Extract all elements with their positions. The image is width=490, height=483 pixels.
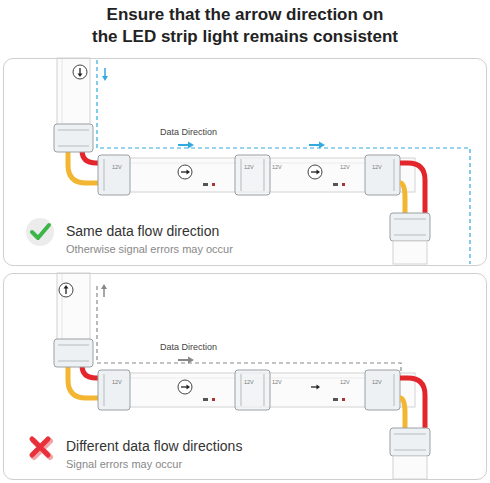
top-panel-marks-part xyxy=(311,171,317,172)
top-panel-marks-part xyxy=(178,144,189,146)
pad-label: 12V xyxy=(244,380,254,386)
bottom-panel-marks-part xyxy=(317,385,321,390)
panel-heading: Different data flow directions xyxy=(66,438,242,455)
top-panel-marks-part xyxy=(102,76,108,81)
pad-label: 12V xyxy=(244,165,254,171)
top-panel-marks-part xyxy=(73,65,87,79)
top-panel-marks xyxy=(26,60,470,264)
pad-label: 12V xyxy=(272,380,282,386)
top-panel-marks-part xyxy=(178,165,192,179)
top-strip-assembly xyxy=(54,58,430,264)
bottom-panel-marks-part xyxy=(178,380,192,394)
bottom-panel-marks-part xyxy=(101,284,107,289)
bottom-panel-marks-part xyxy=(188,357,194,364)
pad-label: 12V xyxy=(112,380,122,386)
top-panel-marks-part xyxy=(317,170,321,175)
bottom-panel-marks-part xyxy=(187,385,191,390)
top-panel-marks-part xyxy=(32,225,49,238)
top-panel-marks-part xyxy=(309,144,320,146)
panel-box: Same data flow directionOtherwise signal… xyxy=(3,58,487,266)
direction-label: Data Direction xyxy=(160,128,217,137)
pad-label: 12V xyxy=(340,380,350,386)
bottom-strip-assembly xyxy=(54,273,430,479)
bottom-panel-marks-part xyxy=(32,439,48,455)
bottom-panel-marks xyxy=(32,283,401,457)
top-panel-marks-part xyxy=(308,165,322,179)
top-panel-marks-part xyxy=(188,142,194,149)
top-panel-marks-part xyxy=(181,171,187,172)
top-panel-marks-part xyxy=(319,142,325,149)
bottom-panel-marks-part xyxy=(181,386,187,387)
pad-label: 12V xyxy=(340,165,350,171)
bottom-panel-marks-part xyxy=(311,386,317,387)
bottom-panel-marks-part xyxy=(65,288,66,294)
panel-heading: Same data flow direction xyxy=(66,223,219,240)
top-panel-marks-part xyxy=(26,218,54,246)
pad-label: 12V xyxy=(112,165,122,171)
bottom-panel-marks-part xyxy=(178,359,189,361)
top-panel-marks-part xyxy=(78,74,83,78)
bottom-panel-marks-part xyxy=(64,285,69,289)
panel-note: Otherwise signal errors may occur xyxy=(66,242,233,256)
pad-label: 12V xyxy=(372,165,382,171)
pad-label: 12V xyxy=(372,380,382,386)
direction-label: Data Direction xyxy=(160,343,217,352)
bottom-panel-marks-part xyxy=(97,286,401,373)
top-panel-marks-part xyxy=(79,68,80,74)
pad-label: 12V xyxy=(272,165,282,171)
bottom-panel-marks-part xyxy=(59,283,73,297)
panel-box: Different data flow directionsSignal err… xyxy=(3,273,487,480)
page-title: Ensure that the arrow direction on the L… xyxy=(65,4,425,48)
top-panel-marks-part xyxy=(187,170,191,175)
panel-note: Signal errors may occur xyxy=(66,457,182,471)
